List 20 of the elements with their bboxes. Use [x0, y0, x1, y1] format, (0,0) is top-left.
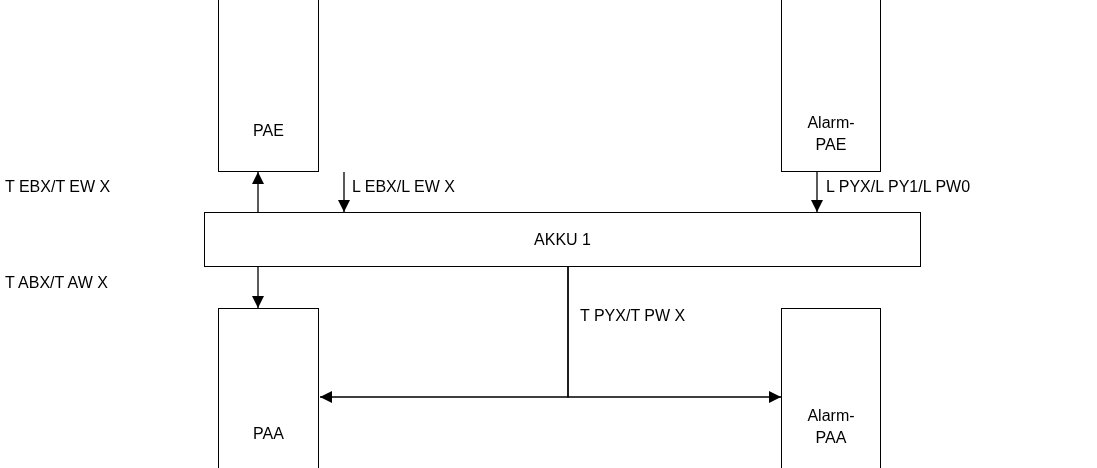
- signal-label: T ABX/T AW X: [5, 273, 108, 293]
- node-label: AKKU 1: [534, 230, 591, 250]
- arrow: [567, 266, 782, 403]
- edge-label: L PYX/L PY1/L PW0: [826, 177, 971, 197]
- node-label: PAA: [253, 424, 284, 444]
- node-label: Alarm-PAE: [806, 113, 856, 155]
- memory-box: [218, 308, 319, 468]
- edge-label: L EBX/L EW X: [352, 177, 455, 197]
- arrow: [252, 266, 264, 309]
- register-bar: [204, 212, 921, 267]
- arrow: [811, 171, 823, 213]
- arrow: [252, 171, 264, 213]
- memory-box: [218, 0, 319, 172]
- memory-box: [781, 0, 881, 172]
- memory-box: [781, 308, 881, 468]
- node-label: Alarm-PAA: [806, 406, 856, 448]
- node-label: PAE: [253, 121, 284, 141]
- edge-label: T PYX/T PW X: [580, 306, 686, 326]
- arrow: [338, 171, 350, 213]
- signal-label: T EBX/T EW X: [5, 177, 111, 197]
